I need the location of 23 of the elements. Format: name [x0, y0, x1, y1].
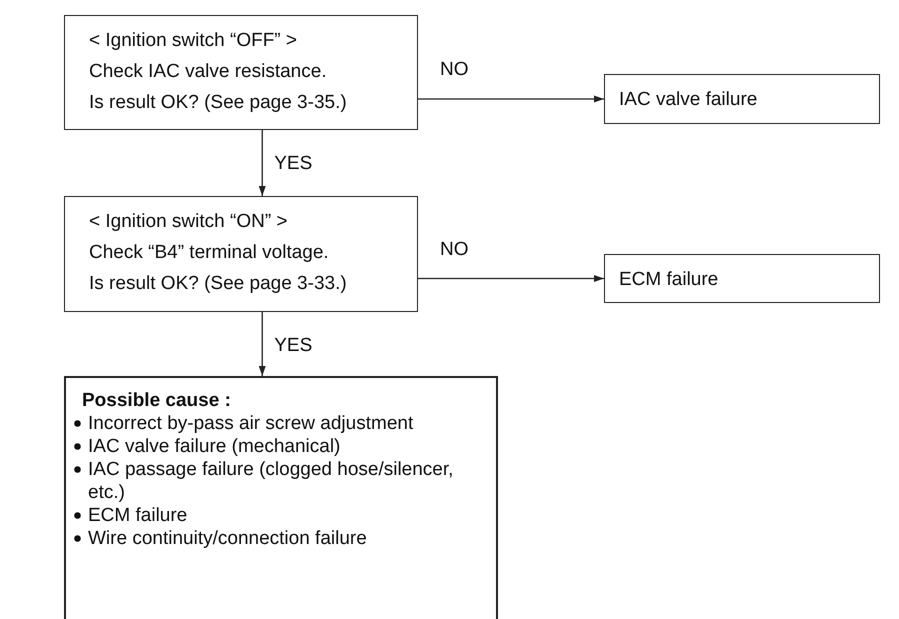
question-text: Is result OK? (See page 3-35.) — [89, 91, 347, 115]
question-box — [64, 15, 418, 130]
cause-box — [64, 376, 498, 619]
arrow — [258, 312, 266, 376]
arrow — [258, 130, 266, 196]
arrow — [418, 275, 604, 282]
bullet-item: IAC valve failure (mechanical) — [88, 435, 342, 458]
question-box — [64, 196, 418, 312]
question-text: Is result OK? (See page 3-33.) — [89, 272, 347, 296]
result-text: IAC valve failure — [619, 88, 758, 112]
question-text: < Ignition switch “OFF” > — [89, 29, 298, 53]
heading: Possible cause : — [82, 389, 231, 413]
result-text: ECM failure — [619, 268, 718, 292]
bullet-item: ECM failure — [88, 504, 188, 527]
question-text: Check “B4” terminal voltage. — [89, 241, 329, 265]
result-box — [604, 74, 880, 124]
bullet-item: Incorrect by-pass air screw adjustment — [88, 412, 414, 435]
bullet-item: Wire continuity/connection failure — [88, 527, 368, 550]
question-text: Check IAC valve resistance. — [89, 60, 327, 84]
arrow — [418, 96, 604, 102]
bullet-item: IAC passage failure (clogged hose/silencer, etc.) — [88, 458, 454, 504]
result-box — [604, 254, 880, 303]
question-text: < Ignition switch “ON” > — [89, 210, 288, 234]
